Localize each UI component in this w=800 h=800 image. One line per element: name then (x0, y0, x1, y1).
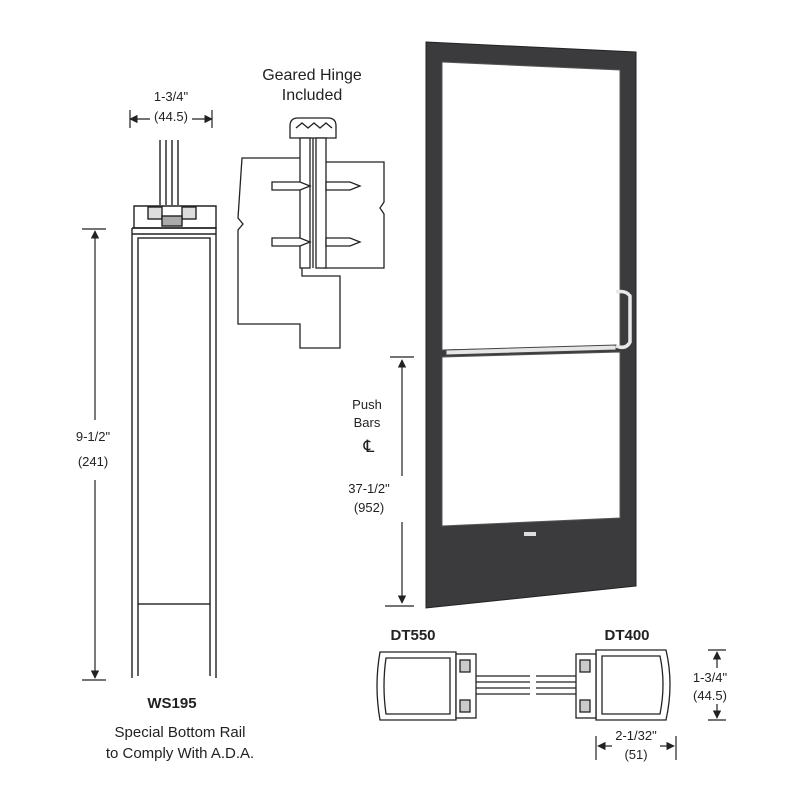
hinge-screw (271, 181, 362, 191)
dt400-label: DT400 (604, 627, 649, 644)
push-bars-label-line2: Bars (354, 415, 381, 430)
stile-width-frac: 1-3/4" (154, 89, 189, 104)
centerline-symbol: ℄ (363, 437, 375, 456)
rail-caption-line2: to Comply With A.D.A. (106, 745, 254, 762)
section-depth-dimension (708, 649, 726, 721)
push-bar-height-dimension (385, 356, 414, 607)
stile-width-dimension (129, 110, 213, 128)
stile-width-mm: (44.5) (154, 109, 188, 124)
section-width-dimension (595, 736, 677, 760)
geared-hinge-detail (237, 117, 385, 349)
bottom-rail-section (131, 140, 217, 678)
door-elevation (425, 41, 637, 609)
hinge-door-right (323, 161, 385, 269)
section-width-mm: (51) (624, 747, 647, 762)
push-bars-label-line1: Push (352, 397, 382, 412)
pull-handle[interactable] (615, 289, 632, 350)
rail-height-dimension (82, 228, 106, 681)
push-bar-height-frac: 37-1/2" (348, 481, 390, 496)
push-bar-height-mm: (952) (354, 500, 384, 515)
lower-glass-lite (441, 351, 621, 527)
section-width-frac: 2-1/32" (615, 728, 657, 743)
hinge-screw (271, 237, 362, 247)
dt550-stile-profile (376, 651, 457, 721)
dt550-label: DT550 (390, 627, 435, 644)
rail-height-frac: 9-1/2" (76, 429, 111, 444)
rail-height-mm: (241) (78, 454, 108, 469)
dt400-section (536, 649, 671, 721)
rail-model-label: WS195 (147, 695, 196, 712)
lock-cylinder[interactable] (524, 532, 536, 536)
section-depth-mm: (44.5) (693, 688, 727, 703)
dt400-stile-profile (595, 649, 671, 721)
glass-lite-edge (159, 140, 179, 205)
rail-body (131, 227, 217, 678)
hinge-title-line2: Included (282, 87, 343, 104)
hinge-title-line1: Geared Hinge (262, 67, 362, 84)
dt550-section (376, 651, 530, 721)
upper-glass-lite (441, 61, 621, 351)
rail-caption-line1: Special Bottom Rail (115, 724, 246, 741)
push-bar[interactable] (445, 344, 617, 356)
section-depth-frac: 1-3/4" (693, 670, 728, 685)
